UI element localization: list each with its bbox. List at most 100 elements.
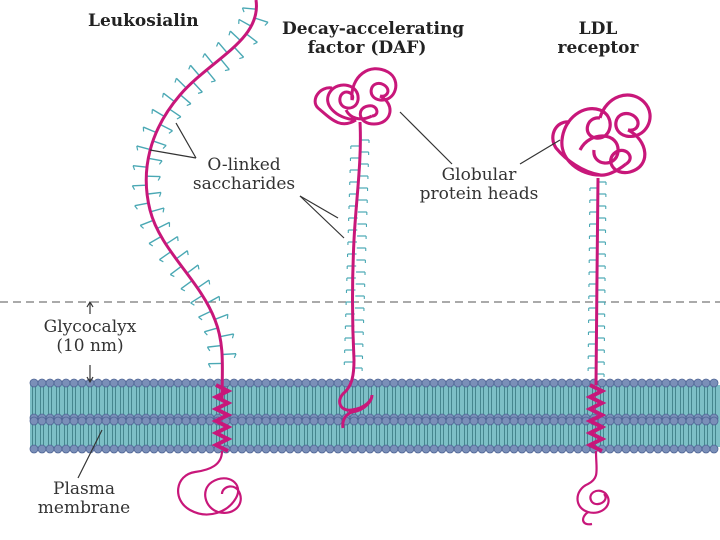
lipid-head <box>141 444 151 454</box>
lipid-tail-outer <box>496 387 500 414</box>
lipid-tail-inner <box>280 425 284 445</box>
saccharide-branch <box>206 295 220 304</box>
lipid-tail-inner <box>384 425 388 445</box>
daf-label-line2: factor (DAF) <box>307 38 427 59</box>
lipid-head <box>109 444 119 454</box>
lipid-head <box>237 378 247 388</box>
lipid-head <box>261 378 271 388</box>
lipid-head <box>421 378 431 388</box>
lipid-head <box>333 416 343 426</box>
saccharide-branch <box>217 41 228 54</box>
lipid-head <box>509 378 519 388</box>
lipid-tail-outer <box>552 387 556 414</box>
lipid-head <box>629 378 639 388</box>
lipid-head <box>669 416 679 426</box>
lipid-tail-outer <box>544 387 548 414</box>
saccharide-twig <box>176 116 182 120</box>
saccharide-branch <box>148 157 163 162</box>
lipid-tail-outer <box>208 387 212 414</box>
lipid-head <box>301 416 311 426</box>
lipid-head <box>237 416 247 426</box>
lipid-tail-inner <box>40 425 44 445</box>
lipid-head <box>621 378 631 388</box>
lipid-tail-outer <box>280 387 284 414</box>
lipid-head <box>685 378 695 388</box>
lipid-head <box>229 416 239 426</box>
lipid-tail-outer <box>632 387 636 414</box>
lipid-tail-outer <box>704 387 708 414</box>
lipid-head <box>133 378 143 388</box>
saccharide-twig <box>197 264 200 270</box>
lipid-head <box>541 444 551 454</box>
lipid-tail-outer <box>616 387 620 414</box>
lipid-tail-inner <box>640 425 644 445</box>
lipid-tail-inner <box>608 425 612 445</box>
lipid-tail-inner <box>200 425 204 445</box>
lipid-head <box>173 444 183 454</box>
lipid-head <box>557 378 567 388</box>
lipid-head <box>109 378 119 388</box>
lipid-tail-inner <box>456 425 460 445</box>
lipid-tail-inner <box>552 425 556 445</box>
lipid-head <box>421 416 431 426</box>
plasma-label-line2: membrane <box>37 498 131 519</box>
lipid-head <box>709 416 719 426</box>
saccharide-twig <box>241 7 245 13</box>
lipid-tail-inner <box>528 425 532 445</box>
glycocalyx-arrowhead-up <box>86 300 94 308</box>
saccharide-twig <box>148 243 154 247</box>
lipid-head <box>517 378 527 388</box>
leukosialin-saccharides <box>131 7 269 368</box>
ldl-label-line1: LDL <box>578 19 618 39</box>
leukosialin-cytoplasmic-tail <box>177 450 242 516</box>
lipid-tail-inner <box>296 425 300 445</box>
lipid-head <box>189 378 199 388</box>
saccharide-twig <box>139 225 144 229</box>
lipid-head <box>237 444 247 454</box>
lipid-head <box>605 378 615 388</box>
saccharide-branch <box>159 123 173 132</box>
lipid-head <box>405 416 415 426</box>
saccharide-branch <box>169 265 182 276</box>
saccharide-twig <box>203 331 208 336</box>
lipid-head <box>101 378 111 388</box>
lipid-tail-outer <box>488 387 492 414</box>
saccharide-branch <box>140 219 154 227</box>
lipid-head <box>637 444 647 454</box>
lipid-head <box>85 416 95 426</box>
lipid-head <box>317 378 327 388</box>
lipid-head <box>165 416 175 426</box>
lipid-tail-outer <box>32 387 36 414</box>
lipid-tail-inner <box>352 425 356 445</box>
lipid-head <box>229 444 239 454</box>
lipid-tail-outer <box>184 387 188 414</box>
lipid-tail-inner <box>72 425 76 445</box>
ldl-globular-head <box>551 93 652 177</box>
saccharide-branch <box>179 94 192 105</box>
lipid-tail-inner <box>360 425 364 445</box>
lipid-head <box>461 416 471 426</box>
lipid-tail-outer <box>48 387 52 414</box>
lipid-head <box>469 416 479 426</box>
lipid-head <box>269 416 279 426</box>
lipid-head <box>293 378 303 388</box>
lipid-head <box>509 444 519 454</box>
lipid-head <box>61 378 71 388</box>
lipid-head <box>45 444 55 454</box>
lipid-head <box>181 416 191 426</box>
lipid-head <box>669 444 679 454</box>
lipid-head <box>477 444 487 454</box>
saccharide-twig <box>168 130 173 134</box>
lipid-head <box>541 416 551 426</box>
lipid-head <box>189 416 199 426</box>
lipid-head <box>389 416 399 426</box>
lipid-head <box>301 378 311 388</box>
saccharide-branch <box>197 279 210 289</box>
lipid-tail-outer <box>320 387 324 414</box>
lipid-head <box>501 378 511 388</box>
lipid-head <box>317 416 327 426</box>
lipid-head <box>173 416 183 426</box>
lipid-head <box>645 416 655 426</box>
lipid-tail-inner <box>560 425 564 445</box>
saccharide-branch <box>134 202 149 207</box>
